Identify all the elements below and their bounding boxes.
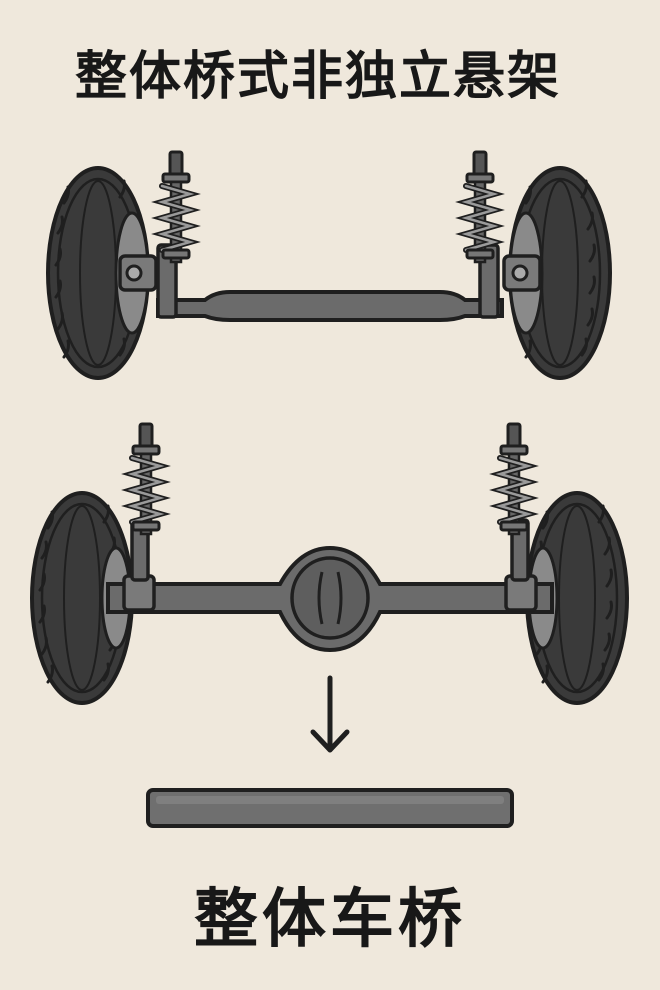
coil-spring-icon xyxy=(500,424,528,534)
diagram-title: 整体桥式非独立悬架 xyxy=(74,47,561,107)
coil-spring-icon xyxy=(132,424,160,534)
axle-beam xyxy=(156,290,504,322)
arrow-down-icon xyxy=(310,675,350,753)
coil-spring-icon xyxy=(466,152,494,262)
top-assembly xyxy=(46,152,612,380)
bottom-assembly xyxy=(30,424,629,705)
axle-caption: 整体车桥 xyxy=(194,883,466,957)
differential xyxy=(290,556,370,640)
solid-axle-bar xyxy=(146,788,514,828)
